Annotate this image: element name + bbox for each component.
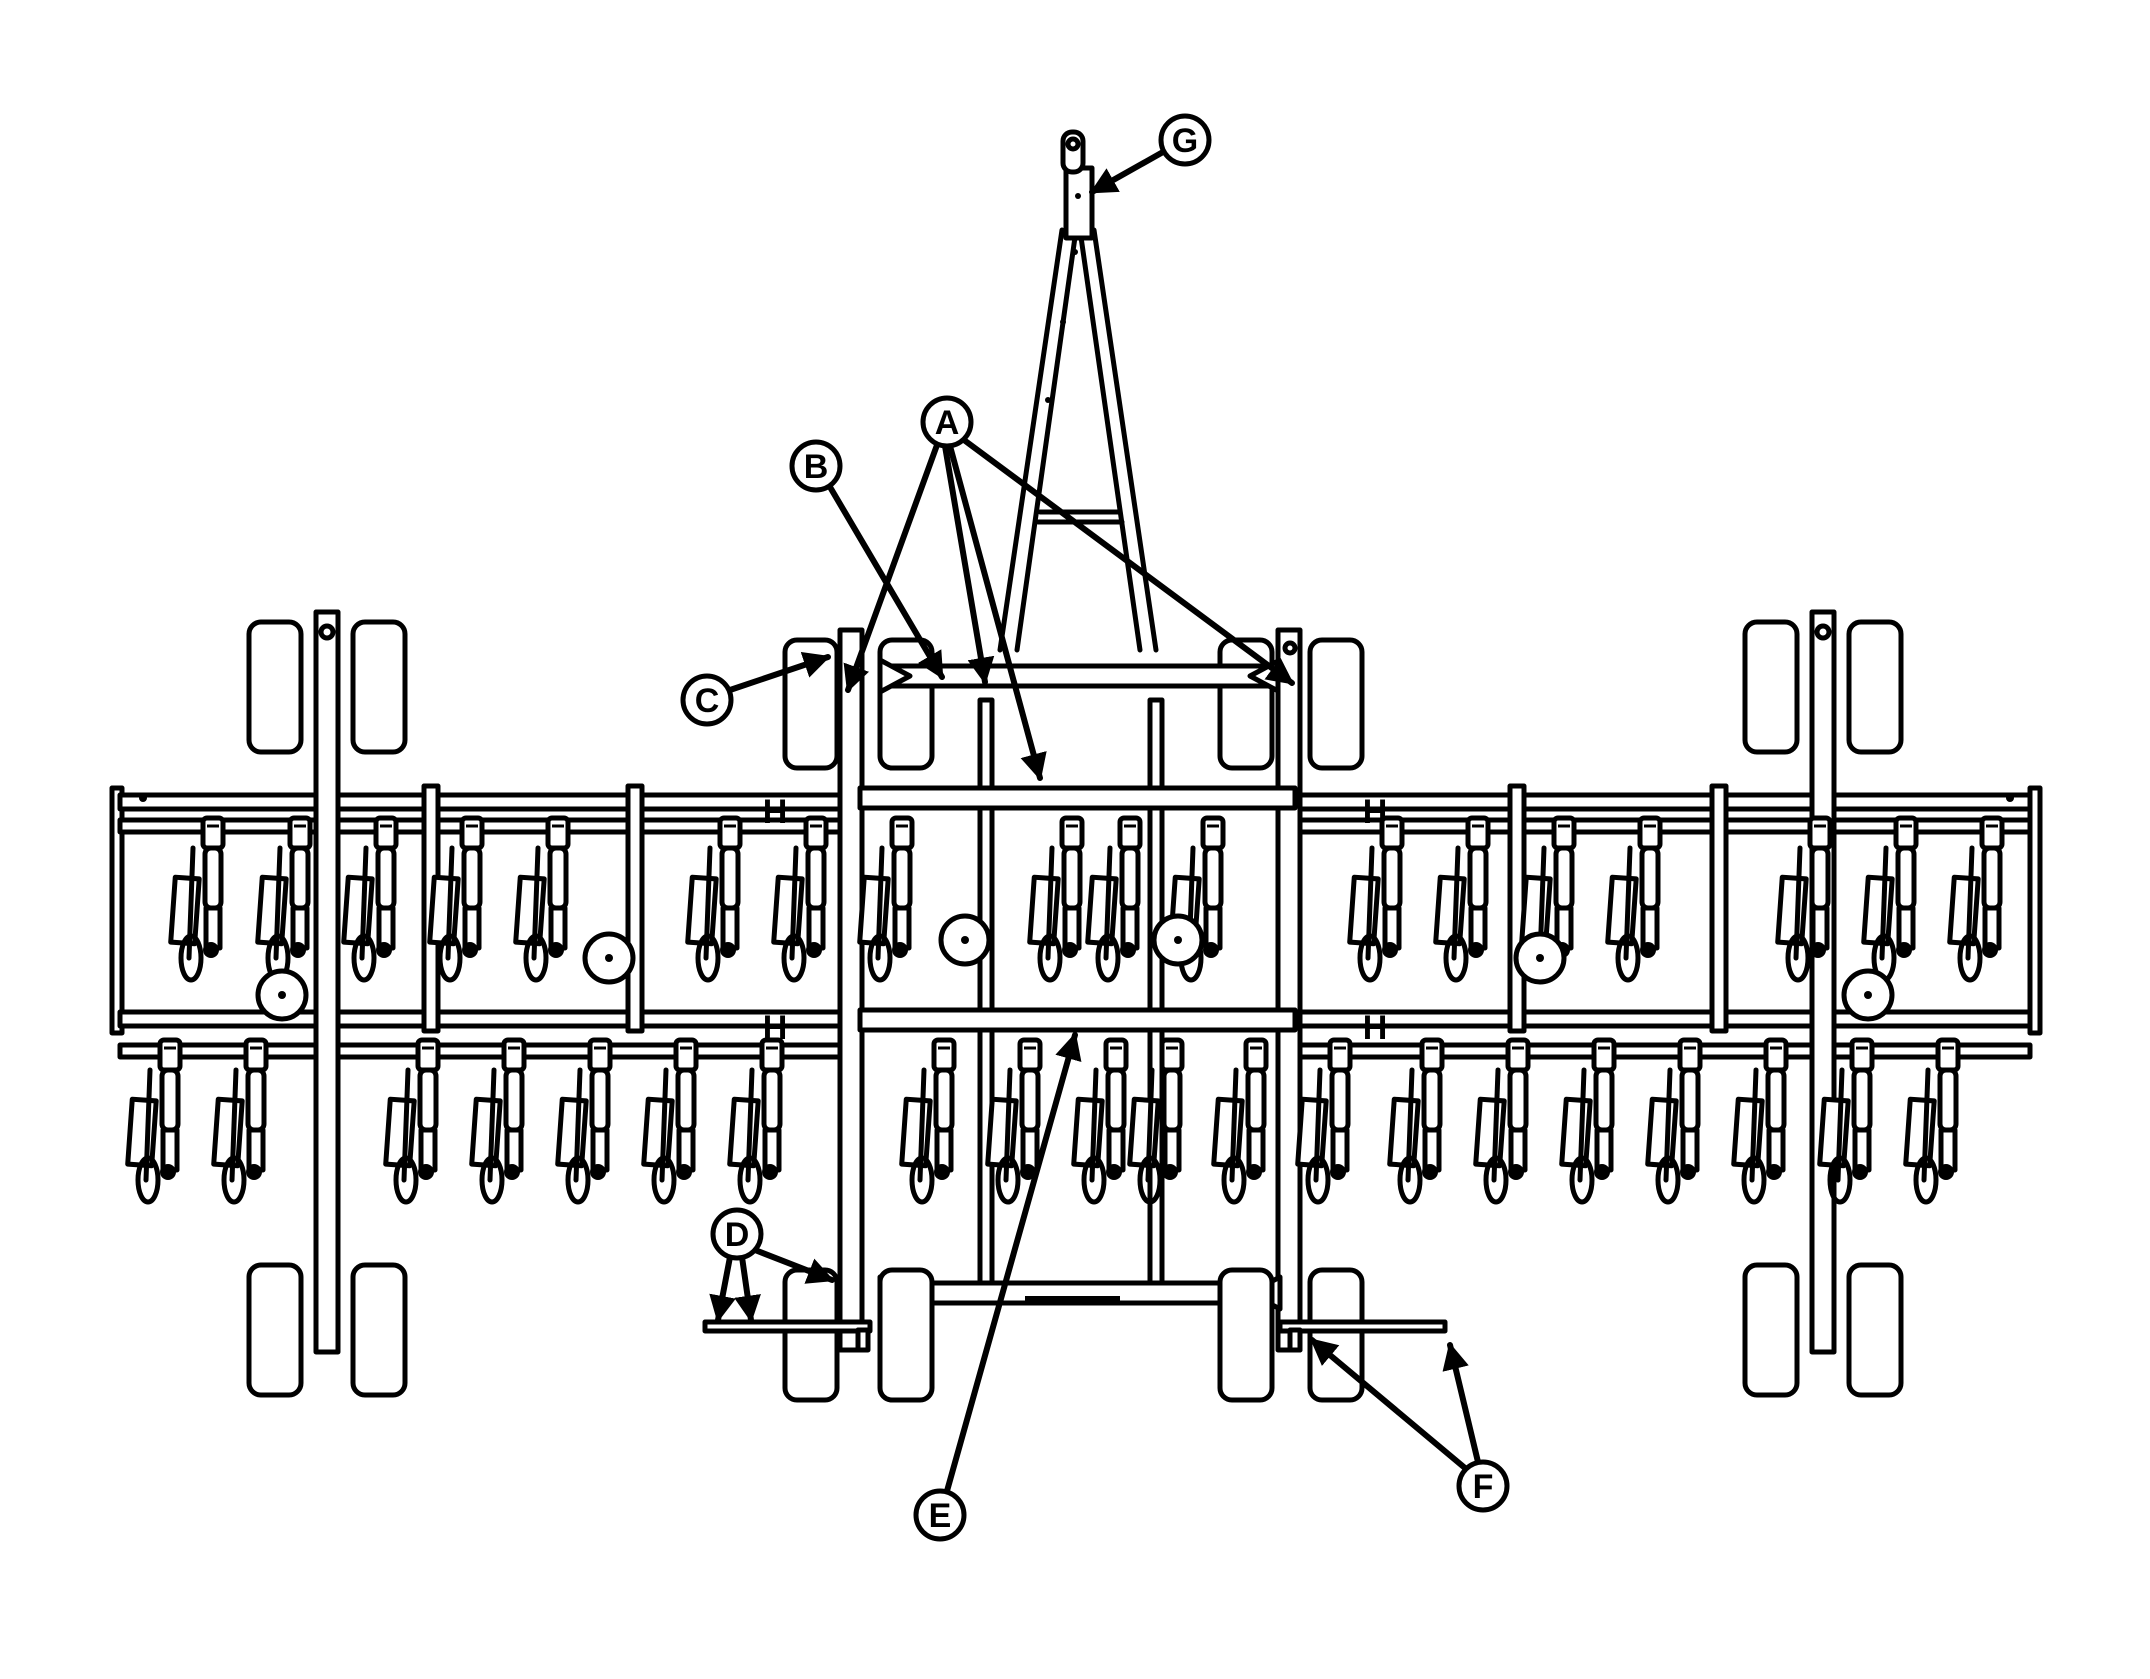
center-frame [702, 627, 1448, 1403]
svg-text:H: H [763, 793, 788, 831]
callout-d-label: D [725, 1216, 750, 1254]
hitch-tongue [997, 129, 1159, 653]
callout-c: C [680, 673, 734, 727]
callout-e: E [913, 1488, 967, 1542]
callout-f: F [1456, 1459, 1510, 1513]
leader-lines [709, 149, 1481, 1494]
callout-e-label: E [929, 1497, 952, 1535]
right-marker-arm [1277, 1319, 1448, 1334]
row-units-rear [128, 1040, 1958, 1202]
outer-wheels [249, 609, 1901, 1395]
callout-b-label: B [804, 448, 829, 486]
callout-b: B [789, 439, 843, 493]
left-marker-arm [702, 1319, 873, 1334]
callout-g-label: G [1172, 122, 1198, 160]
callout-a-label: A [935, 404, 960, 442]
callout-f-label: F [1473, 1468, 1494, 1506]
hitch-clevis [1063, 165, 1095, 241]
svg-text:H: H [1363, 1009, 1388, 1047]
callout-a: A [920, 395, 974, 449]
callout-g: G [1158, 113, 1212, 167]
callout-d: D [710, 1207, 764, 1261]
callout-c-label: C [695, 682, 720, 720]
